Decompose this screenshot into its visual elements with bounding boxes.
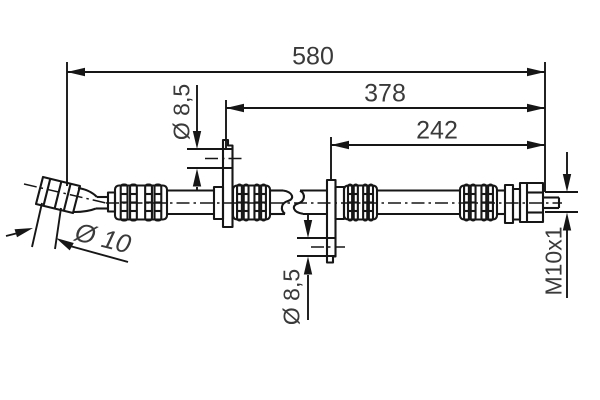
dim-378-label: 378	[364, 79, 406, 108]
dim-bottom-hole-diameter-label: Ø 8,5	[278, 268, 305, 326]
dim-thread-size-label: M10x1	[540, 226, 567, 296]
dim-242-label: 242	[416, 116, 458, 145]
dim-top-hole-diameter-label: Ø 8,5	[168, 83, 195, 141]
dim-overall-length-label: 580	[292, 42, 334, 71]
